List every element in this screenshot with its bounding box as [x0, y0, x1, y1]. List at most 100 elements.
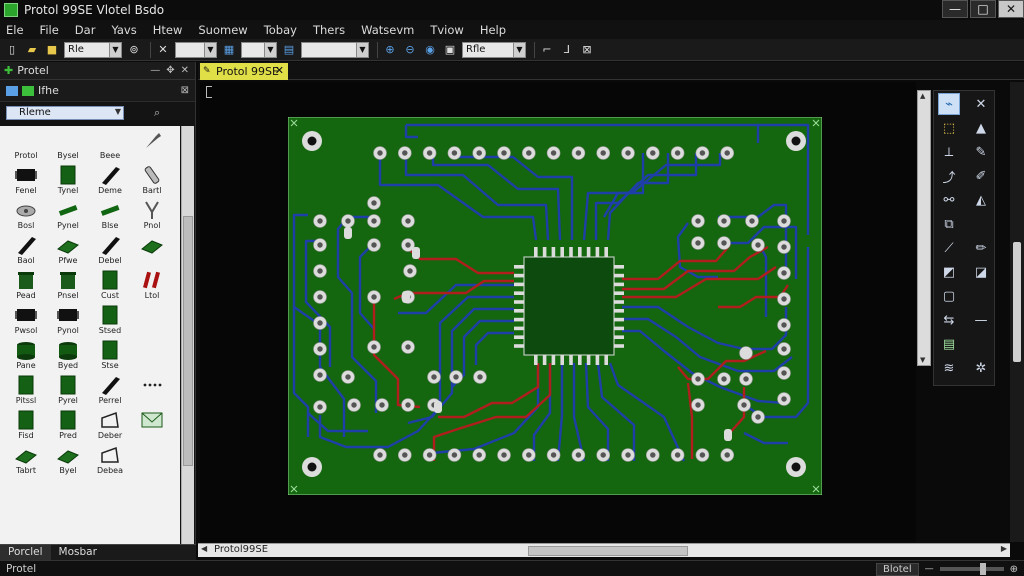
part-item[interactable]: Pitssl [6, 373, 46, 408]
part-item[interactable]: Pfwe [48, 233, 88, 268]
scroll-up-icon[interactable]: ▲ [920, 92, 926, 100]
part-item[interactable] [132, 443, 172, 478]
canvas-vscrollbar[interactable] [1010, 82, 1024, 542]
part-item[interactable]: Pead [6, 268, 46, 303]
document-icon[interactable]: ▤ [942, 336, 956, 352]
new-file-icon[interactable]: ▯ [8, 43, 16, 56]
part-item[interactable]: Debel [90, 233, 130, 268]
part-item[interactable]: Pyrel [48, 373, 88, 408]
part-item[interactable]: Fisd [6, 408, 46, 443]
settings-icon[interactable]: ✲ [975, 360, 987, 376]
layers-icon[interactable]: ▦ [223, 43, 235, 56]
part-item[interactable]: Pred [48, 408, 88, 443]
part-item[interactable] [132, 233, 172, 268]
measure-icon[interactable]: ⌐ [542, 43, 552, 56]
part-item[interactable]: Byed [48, 338, 88, 373]
scrollbar-thumb[interactable] [528, 546, 688, 556]
layers-stack-icon[interactable]: ≋ [943, 360, 955, 376]
part-item[interactable]: Pnsel [48, 268, 88, 303]
move-icon[interactable]: ⇆ [943, 312, 955, 328]
toolbar-combo-4[interactable]: ▼ [301, 41, 369, 58]
toolbar-combo-2[interactable]: ▼ [175, 41, 217, 58]
part-item[interactable]: Bysel [48, 128, 88, 163]
region-icon[interactable]: ◩ [942, 264, 956, 280]
open-folder-icon[interactable]: ▰ [27, 43, 37, 56]
zoom-fit-icon[interactable]: ◉ [425, 43, 435, 56]
pin-icon[interactable]: ✥ [166, 65, 175, 76]
tab-porclel[interactable]: Porclel [0, 545, 51, 560]
pencil-icon[interactable]: ✐ [975, 168, 987, 184]
part-item[interactable]: Baol [6, 233, 46, 268]
pcb-canvas[interactable] [200, 82, 916, 542]
part-item[interactable]: Protol [6, 128, 46, 163]
cross-probe-icon[interactable]: ⊠ [582, 43, 592, 56]
scroll-down-icon[interactable]: ▼ [920, 356, 926, 364]
save-icon[interactable]: ■ [46, 43, 58, 56]
close-button[interactable]: ✕ [998, 0, 1024, 18]
part-item[interactable]: Cust [90, 268, 130, 303]
place-pad-icon[interactable]: ⬚ [942, 120, 956, 136]
part-item[interactable] [132, 373, 172, 408]
part-item[interactable]: Pnol [132, 198, 172, 233]
menu-item-suomew[interactable]: Suomew [198, 22, 248, 37]
part-item[interactable]: Pane [6, 338, 46, 373]
zoom-out-icon[interactable]: — [924, 564, 934, 574]
parts-scrollbar[interactable] [181, 126, 194, 544]
part-item[interactable]: Bartl [132, 163, 172, 198]
tab-mosbar[interactable]: Mosbar [58, 546, 97, 558]
part-item[interactable]: Beee [90, 128, 130, 163]
search-icon[interactable]: ⌕ [154, 106, 161, 119]
menu-item-tviow[interactable]: Tviow [430, 22, 464, 37]
place-via-icon[interactable]: ▲ [976, 120, 986, 136]
part-item[interactable] [132, 338, 172, 373]
wire-tool-icon[interactable]: ✕ [158, 43, 168, 56]
tool-scrollbar[interactable]: ▲ ▼ [917, 90, 931, 366]
menu-item-yavs[interactable]: Yavs [111, 22, 137, 37]
part-item[interactable]: Tabrt [6, 443, 46, 478]
close-tab-icon[interactable]: ✕ [274, 64, 284, 77]
canvas-hscrollbar[interactable]: ◀ Protol99SE ▶ [198, 543, 1010, 557]
part-item[interactable]: Bosl [6, 198, 46, 233]
fill-icon[interactable]: ◪ [974, 264, 988, 280]
menu-item-help[interactable]: Help [479, 22, 507, 37]
maximize-button[interactable]: □ [970, 0, 996, 18]
part-item[interactable]: Perrel [90, 373, 130, 408]
menu-item-dar[interactable]: Dar [74, 22, 96, 37]
part-item[interactable] [132, 128, 172, 163]
zoom-slider[interactable] [939, 563, 1004, 575]
arc-icon[interactable]: ⤴ [942, 170, 956, 186]
draw-icon[interactable]: ✏ [975, 240, 987, 256]
close-icon[interactable]: ✕ [180, 65, 189, 76]
route-icon[interactable]: ⅃ [563, 43, 571, 56]
track-icon[interactable]: ⟂ [944, 144, 954, 160]
menu-item-htew[interactable]: Htew [152, 22, 183, 37]
scrollbar-thumb[interactable] [1013, 242, 1021, 362]
minus-icon[interactable]: — [150, 65, 161, 76]
scroll-right-icon[interactable]: ▶ [1000, 544, 1007, 553]
select-icon[interactable]: ▣ [444, 43, 456, 56]
pcb-board[interactable] [288, 117, 822, 495]
add-icon[interactable]: ✚ [4, 64, 14, 77]
toolbar-combo-5[interactable]: Rfle▼ [462, 41, 526, 58]
part-item[interactable]: Deber [90, 408, 130, 443]
library-filter-select[interactable]: Rleme ▼ [6, 106, 124, 120]
part-item[interactable]: Pynel [48, 198, 88, 233]
part-item[interactable]: Pynol [48, 303, 88, 338]
link-icon[interactable]: ⚯ [943, 192, 955, 208]
part-item[interactable] [132, 408, 172, 443]
scrollbar-thumb[interactable] [183, 216, 193, 466]
zoom-out-icon[interactable]: ⊖ [405, 43, 415, 56]
part-item[interactable]: Pwsol [6, 303, 46, 338]
grid-icon[interactable]: ▤ [283, 43, 295, 56]
frame-icon[interactable]: ▢ [942, 288, 956, 304]
part-item[interactable]: Blse [90, 198, 130, 233]
polygon-icon[interactable]: ◭ [976, 192, 986, 208]
menu-item-thers[interactable]: Thers [312, 22, 346, 37]
pen-icon[interactable]: ✎ [975, 144, 987, 160]
collapse-icon[interactable]: ⊠ [180, 85, 189, 96]
toolbar-combo-3[interactable]: ▼ [241, 41, 277, 58]
part-item[interactable]: Ltol [132, 268, 172, 303]
part-item[interactable] [132, 303, 172, 338]
document-tab[interactable]: ✎ Protol 99SE ✕ [200, 63, 288, 80]
copy-icon[interactable]: ⧉ [944, 216, 954, 232]
